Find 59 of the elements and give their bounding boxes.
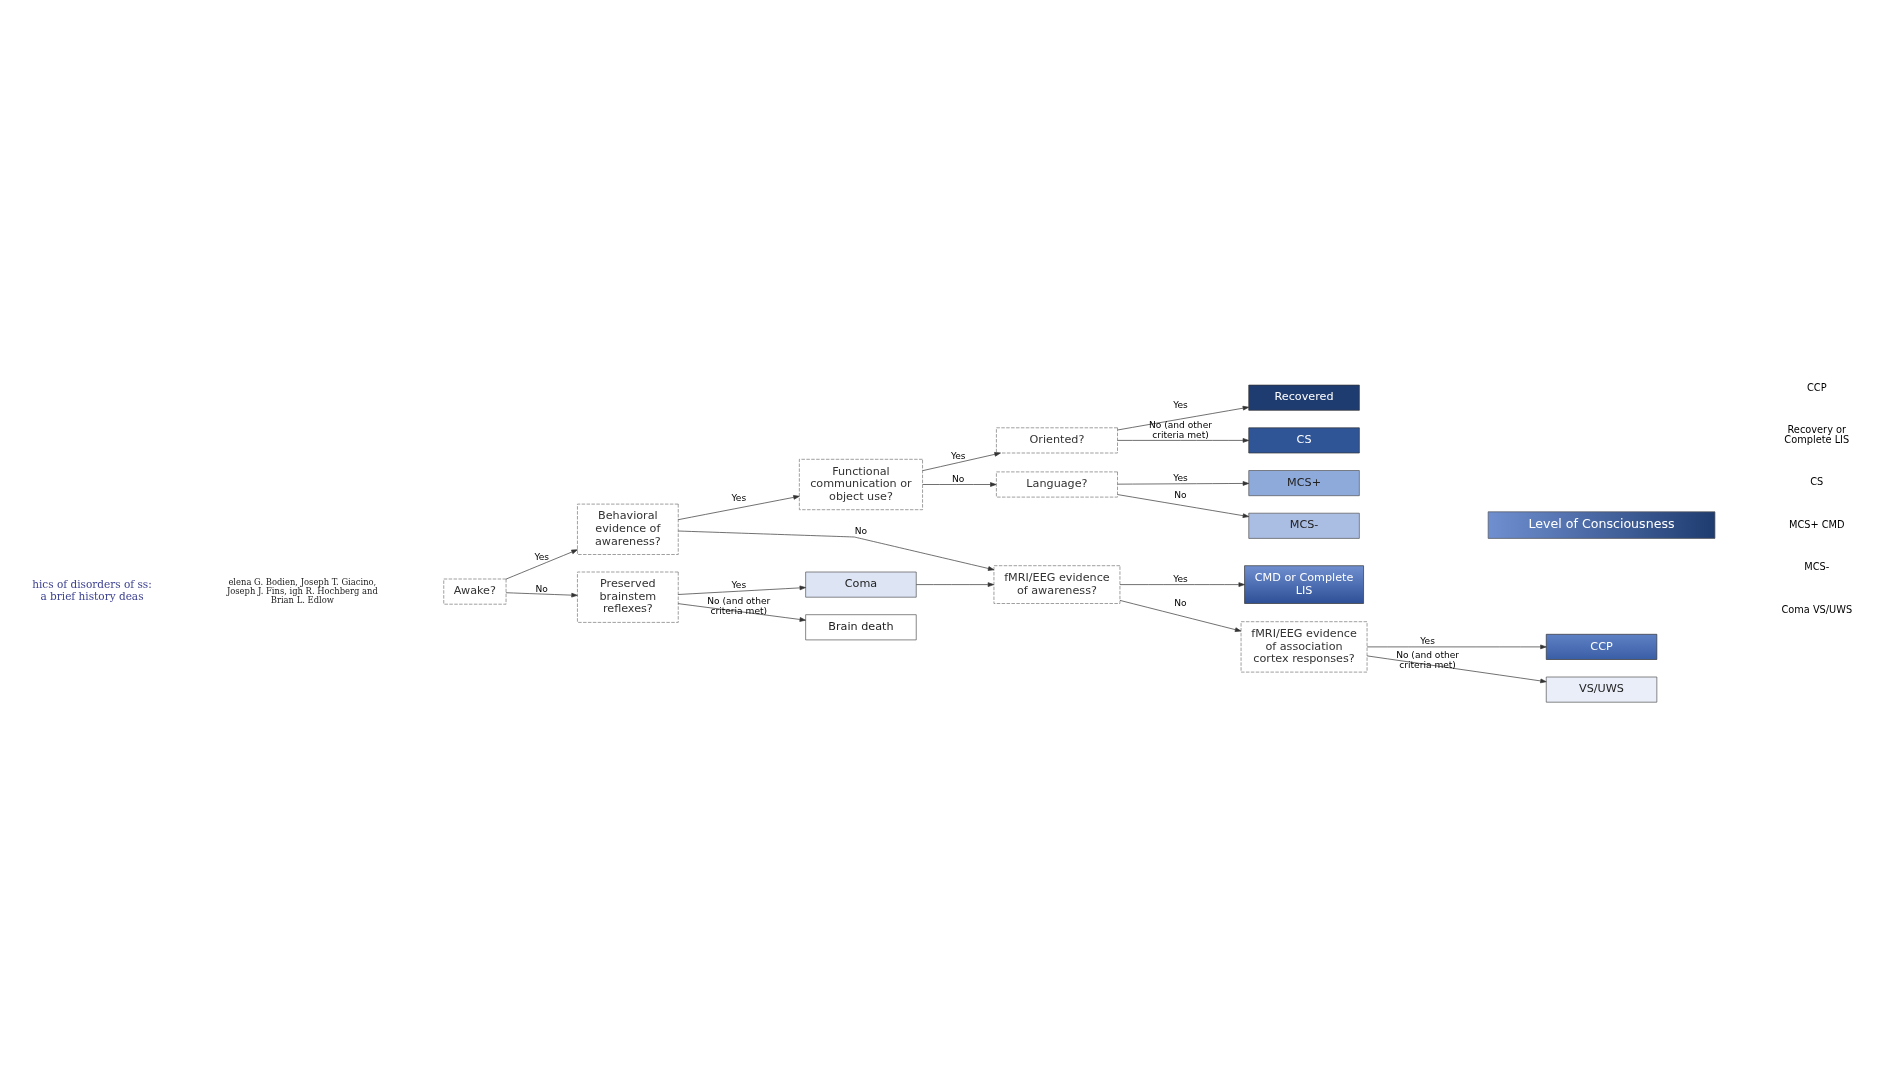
arrow (677, 585, 806, 595)
node-box: Functional communication or object use? (798, 458, 923, 510)
arrow (1366, 655, 1547, 683)
label: MCS+ CMD (1788, 518, 1845, 530)
arrow (677, 494, 800, 520)
edge-label: Yes (1172, 472, 1188, 483)
label: elena G. Bodien, Joseph T. Giacino, Joseph J. Fins, igh R. Hochberg and Brian L. Edlow (226, 576, 378, 605)
edge-label: Yes (533, 551, 549, 562)
arrow (1119, 599, 1241, 632)
arrow (921, 481, 996, 487)
node-box: CCP (1545, 633, 1657, 660)
node-box: CMD or Complete LIS (1243, 564, 1364, 604)
arrow (1119, 581, 1245, 587)
edge-label: No (and other criteria met) (1395, 649, 1459, 670)
arrow (505, 548, 578, 579)
arrow (1116, 405, 1249, 430)
edge-label: No (535, 583, 548, 594)
edge-label: No (951, 473, 964, 484)
edge-label: Yes (950, 450, 966, 461)
node-box: Awake? (442, 578, 506, 605)
edge-label: No (and other criteria met) (1148, 419, 1212, 440)
node-box: Coma (804, 571, 917, 598)
label: Recovery or Complete LIS (1783, 423, 1849, 445)
edge-label: No (1173, 597, 1187, 608)
edge-label: No (854, 525, 867, 536)
arrow (1116, 437, 1249, 443)
node-box: MCS+ (1247, 469, 1360, 496)
node-box: Recovered (1247, 384, 1360, 411)
node-box: VS/UWS (1545, 676, 1657, 703)
node-box: Preserved brainstem reflexes? (576, 571, 679, 623)
arrow (915, 581, 994, 587)
arrow (1366, 644, 1547, 649)
node-box: fMRI/EEG evidence of awareness? (993, 564, 1120, 604)
arrow (921, 451, 1001, 471)
edge-label: Yes (1419, 635, 1435, 646)
node-box: MCS- (1247, 512, 1360, 539)
label: CCP (1806, 381, 1827, 393)
label: hics of disorders of ss: a brief history deas (31, 577, 152, 602)
label: Level of Consciousness (1528, 515, 1675, 531)
arrow (677, 530, 994, 571)
node-box: Language? (995, 471, 1118, 497)
edge-label: No (1173, 489, 1187, 500)
node-box: Brain death (804, 613, 917, 640)
node-box: CS (1247, 426, 1360, 453)
edge-label: Yes (730, 579, 746, 590)
arrow (505, 591, 578, 597)
edge-label: Yes (1172, 399, 1188, 410)
arrow (1116, 493, 1249, 518)
node-box: Behavioral evidence of awareness? (576, 503, 679, 555)
edge-label: Yes (730, 492, 746, 503)
arrow (1116, 480, 1249, 486)
arrow (677, 602, 806, 622)
node-box: Oriented? (995, 426, 1118, 453)
label: CS (1809, 475, 1823, 487)
label: MCS- (1803, 560, 1829, 572)
node-box: fMRI/EEG evidence of association cortex responses? (1240, 620, 1367, 672)
edge-label: Yes (1172, 573, 1188, 584)
label: Coma VS/UWS (1780, 603, 1852, 615)
edge-label: No (and other criteria met) (706, 595, 770, 616)
